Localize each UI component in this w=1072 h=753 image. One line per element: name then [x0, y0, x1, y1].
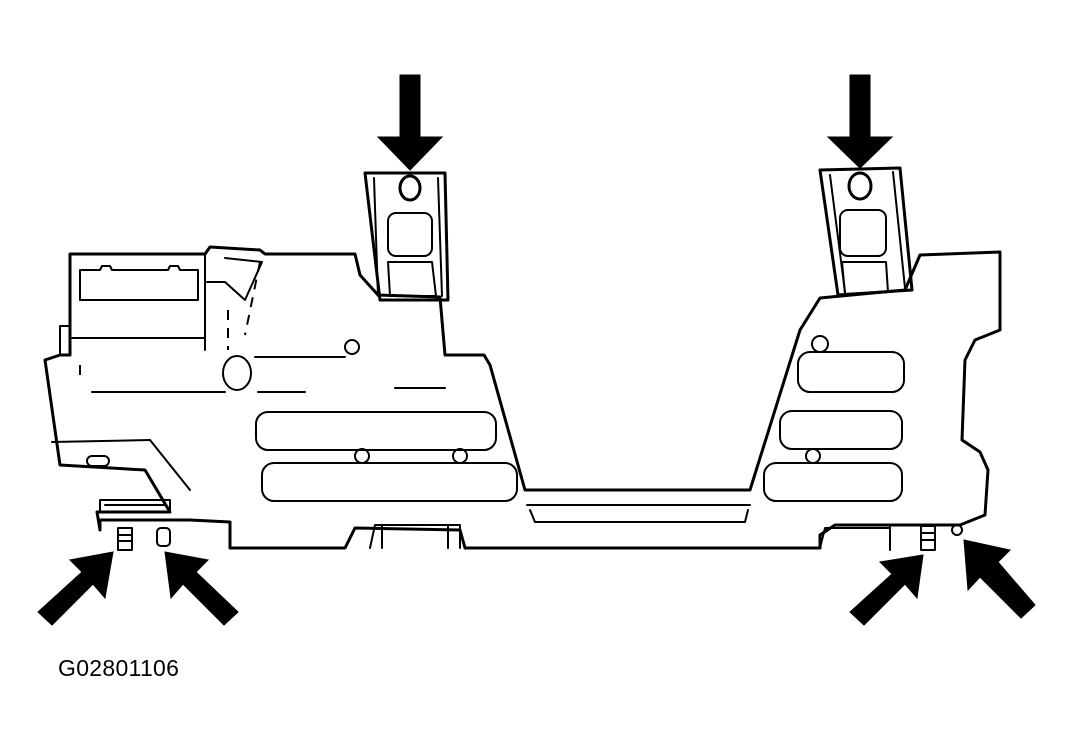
arrow-bottom-right-2-icon	[963, 539, 1036, 619]
arrow-top-left-icon	[376, 74, 444, 171]
arrow-bottom-right-1-icon	[849, 554, 924, 626]
arrow-bottom-left-2-icon	[164, 551, 239, 626]
arrow-bottom-left-1-icon	[37, 551, 114, 626]
bracket-body	[43, 245, 1002, 551]
bottom-studs	[117, 524, 963, 551]
top-right-bracket	[818, 166, 914, 297]
arrow-top-right-icon	[826, 74, 894, 169]
figure-id-label: G02801106	[58, 655, 180, 681]
top-left-bracket	[363, 171, 450, 302]
